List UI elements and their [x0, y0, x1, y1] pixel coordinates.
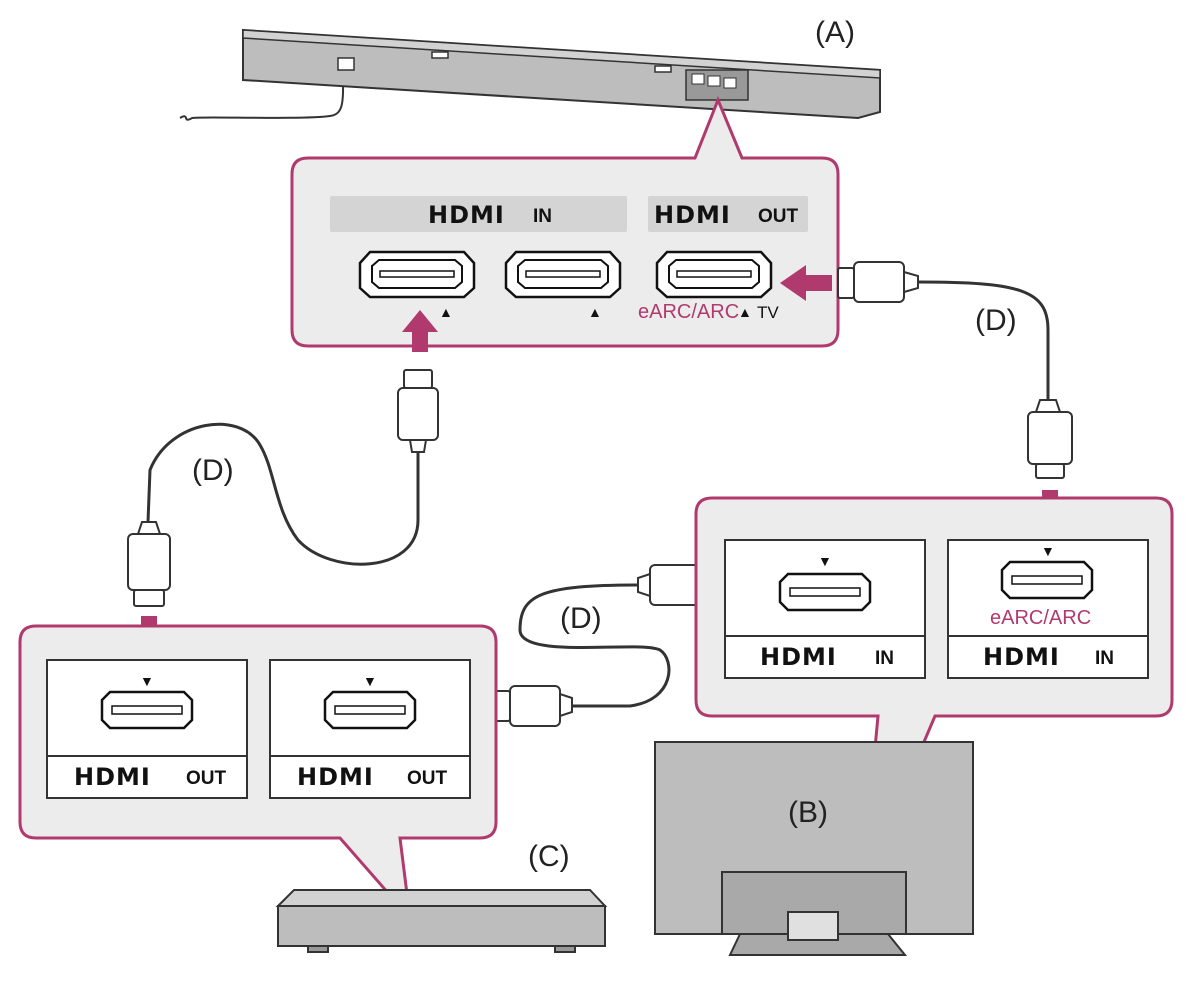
player-hdmi-out-port-1[interactable] [100, 690, 194, 730]
port-marker-2: ▲ [588, 304, 602, 320]
tv-port1-marker: ▼ [818, 553, 832, 569]
tv-device [654, 741, 974, 956]
cable-player-to-tv [484, 564, 715, 727]
tv-port1-logo: HDMI [760, 643, 837, 671]
tv-hdmi-in-port-1[interactable] [778, 572, 872, 612]
label-cable-middle: (D) [560, 602, 602, 635]
soundbar-hdmi-in-port-2[interactable] [504, 250, 622, 299]
hdmi-in-header [330, 196, 627, 232]
player-port2-logo: HDMI [297, 763, 374, 791]
player-hdmi-out-port-2[interactable] [323, 690, 417, 730]
hdmi-in-suffix: IN [533, 206, 552, 227]
arrow-up-into-soundbar [402, 310, 438, 352]
hdmi-in-logo: HDMI [428, 201, 505, 229]
player-port1-marker: ▼ [140, 673, 154, 689]
arrow-left-into-soundbar-out [780, 265, 832, 301]
label-tv: (B) [788, 796, 828, 829]
tv-hdmi-earc-port[interactable] [1000, 560, 1094, 600]
port-marker-1: ▲ [439, 304, 453, 320]
tv-port1-suffix: IN [875, 648, 894, 669]
hdmi-out-suffix: OUT [758, 206, 799, 227]
label-cable-left: (D) [192, 454, 234, 487]
tv-port2-marker: ▼ [1041, 543, 1055, 559]
player-device [275, 889, 608, 953]
soundbar-hdmi-in-port-1[interactable] [358, 250, 476, 299]
player-port2-marker: ▼ [363, 673, 377, 689]
tv-hdmi-in-port-2-card: ▼ eARC/ARC HDMI IN [947, 539, 1149, 679]
cable-player-to-soundbar [127, 369, 439, 607]
label-player: (C) [528, 840, 570, 873]
tv-hdmi-in-port-1-card: ▼ HDMI IN [724, 539, 926, 679]
tv-port-label: TV [757, 303, 779, 322]
player-port2-suffix: OUT [407, 768, 448, 789]
soundbar [179, 28, 881, 121]
soundbar-earc-label: eARC/ARC [638, 301, 739, 323]
cable-soundbar-to-tv [837, 261, 1073, 479]
player-port1-suffix: OUT [186, 768, 227, 789]
label-soundbar: (A) [815, 16, 855, 49]
hdmi-out-logo: HDMI [654, 201, 731, 229]
tv-marker: ▲ [738, 304, 752, 320]
player-port1-logo: HDMI [74, 763, 151, 791]
soundbar-hdmi-out-port[interactable] [655, 250, 773, 299]
hdmi-out-header [648, 196, 808, 232]
tv-earc-label: eARC/ARC [990, 607, 1091, 629]
tv-port2-suffix: IN [1095, 648, 1114, 669]
tv-port2-logo: HDMI [983, 643, 1060, 671]
label-cable-top: (D) [975, 304, 1017, 337]
player-hdmi-out-port-2-card: ▼ HDMI OUT [269, 659, 471, 799]
player-hdmi-out-port-1-card: ▼ HDMI OUT [46, 659, 248, 799]
